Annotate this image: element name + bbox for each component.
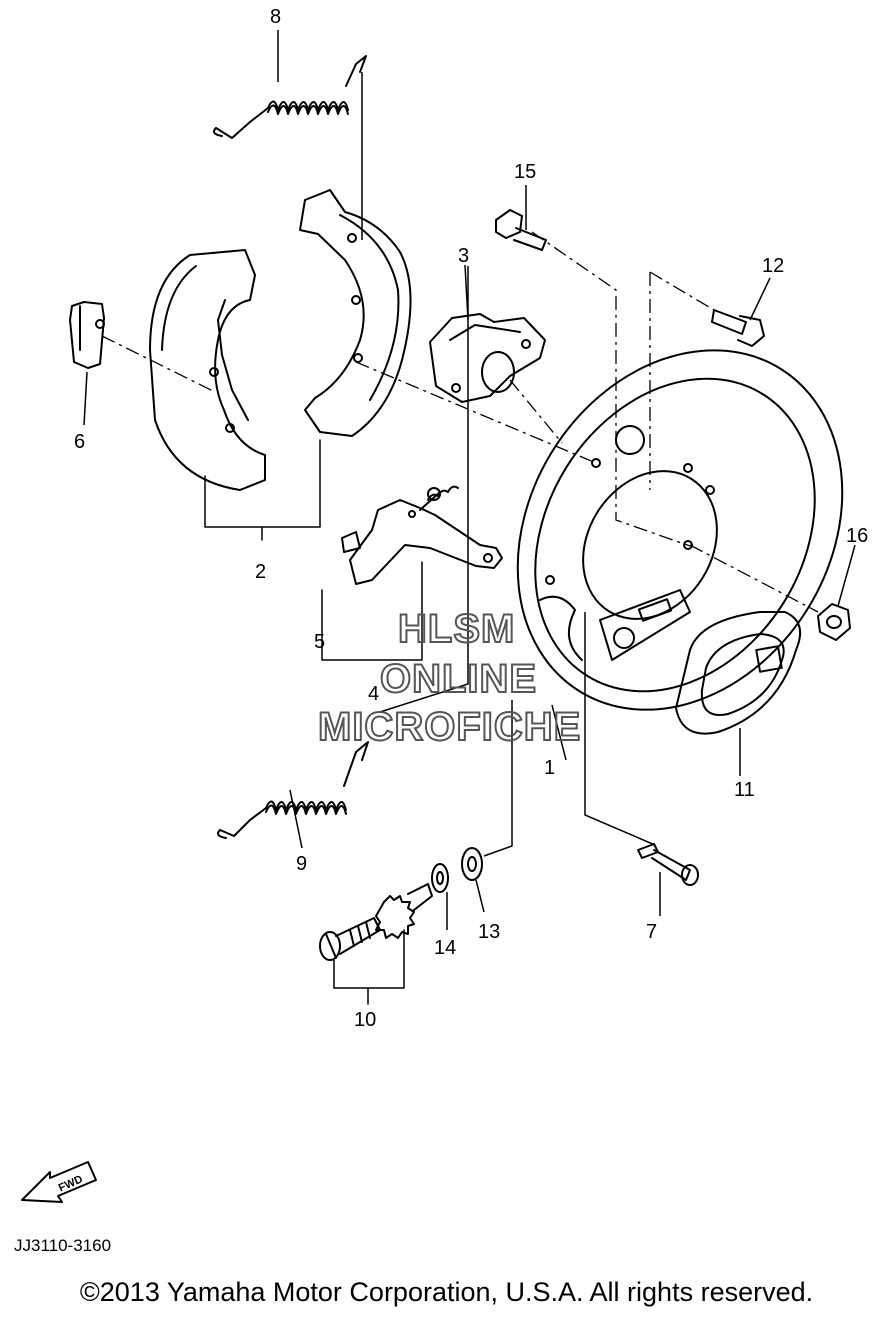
alignment-line xyxy=(531,231,691,547)
wheel-cylinder xyxy=(429,313,546,403)
leader-line xyxy=(551,704,567,761)
callout-7: 7 xyxy=(646,921,657,943)
rubber-seal xyxy=(675,611,802,735)
watermark-line-3: MICROFICHE xyxy=(318,705,581,749)
callout-6: 6 xyxy=(74,431,85,453)
callout-bracket-2 xyxy=(204,439,321,541)
shoe-hold-clip xyxy=(69,301,105,369)
callout-13: 13 xyxy=(478,921,500,943)
bleeder-bolt xyxy=(495,209,547,251)
watermark-line-1: HLSM xyxy=(398,607,515,651)
fwd-arrow-icon xyxy=(21,1161,97,1203)
callout-11: 11 xyxy=(734,779,755,801)
callout-10: 10 xyxy=(354,1009,376,1031)
washer-14 xyxy=(431,863,449,893)
callout-16: 16 xyxy=(846,525,868,547)
leader-line xyxy=(483,700,513,857)
callout-4: 4 xyxy=(368,683,379,705)
alignment-line xyxy=(509,379,563,444)
flange-nut xyxy=(817,603,851,641)
upper-return-spring xyxy=(213,55,367,139)
leader-line xyxy=(379,266,469,713)
alignment-line xyxy=(101,335,216,393)
leader-line xyxy=(584,612,656,846)
callout-15: 15 xyxy=(514,161,536,183)
callout-1: 1 xyxy=(544,757,555,779)
alignment-line xyxy=(649,271,715,490)
parking-lever xyxy=(341,485,503,585)
callout-12: 12 xyxy=(762,255,784,277)
mounting-bolt xyxy=(711,309,765,347)
brake-shoe-rear xyxy=(299,189,412,437)
callout-bracket-10 xyxy=(333,929,405,1005)
washer-13 xyxy=(461,847,483,881)
leader-line xyxy=(837,544,856,607)
alignment-line xyxy=(689,544,819,613)
callout-2: 2 xyxy=(255,561,266,583)
diagram-code: JJ3110-3160 xyxy=(14,1236,112,1255)
callout-5: 5 xyxy=(314,631,325,653)
callout-bracket-5 xyxy=(321,561,423,661)
leader-line xyxy=(289,789,303,849)
brake-shoe-front xyxy=(149,249,266,491)
shoe-hold-pin xyxy=(637,843,699,886)
brake-plate xyxy=(516,349,844,711)
lower-return-spring xyxy=(217,741,369,839)
alignment-line xyxy=(355,361,597,464)
callout-8: 8 xyxy=(270,6,281,28)
adjuster-screw xyxy=(319,883,433,961)
leader-line xyxy=(749,277,771,321)
callout-3: 3 xyxy=(458,245,469,267)
watermark-line-2: ONLINE xyxy=(380,657,537,701)
leader-line xyxy=(475,879,485,913)
callout-14: 14 xyxy=(434,937,456,959)
copyright-notice: ©2013 Yamaha Motor Corporation, U.S.A. A… xyxy=(79,1277,814,1307)
leader-line xyxy=(83,371,88,426)
callout-9: 9 xyxy=(296,853,307,875)
